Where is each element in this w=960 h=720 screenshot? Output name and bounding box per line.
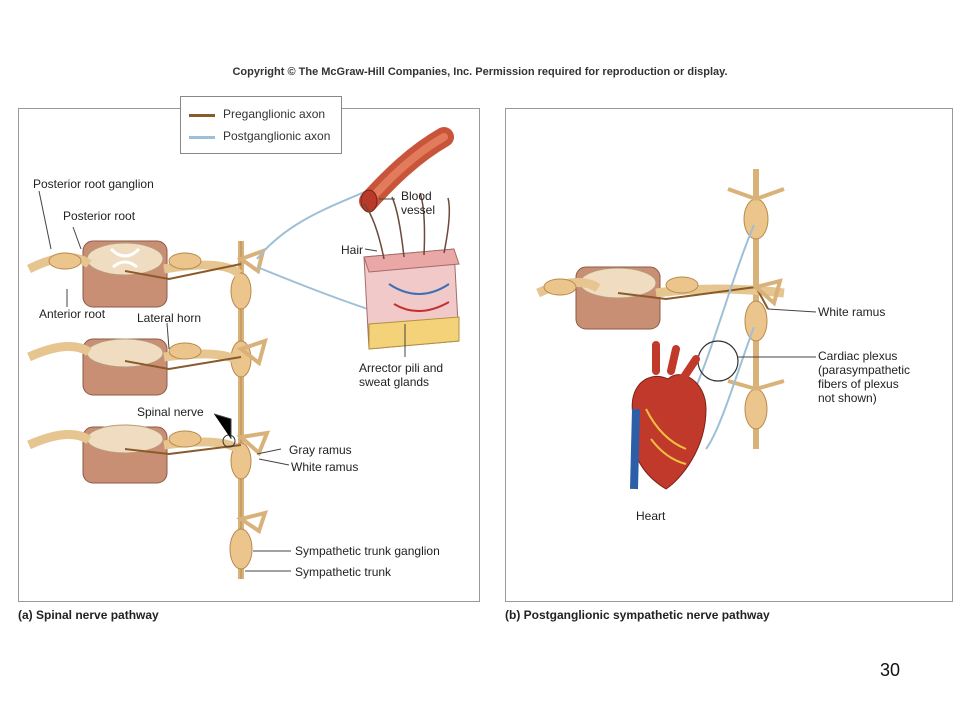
panel-postganglionic-pathway: White ramus Cardiac plexus (parasympathe… <box>505 108 953 602</box>
heart-pathway-illustration <box>536 169 817 490</box>
label-spinal-nerve: Spinal nerve <box>137 405 204 419</box>
legend-swatch-preganglionic <box>189 114 215 117</box>
label-cardiac-plexus: Cardiac plexus (parasympathetic fibers o… <box>818 349 911 405</box>
page-number: 30 <box>880 660 901 680</box>
label-sympathetic-trunk-ganglion: Sympathetic trunk ganglion <box>295 544 440 558</box>
label-gray-ramus: Gray ramus <box>289 443 352 457</box>
spinal-nerve-illustration <box>26 127 460 579</box>
label-white-ramus-b: White ramus <box>818 305 886 319</box>
label-arrector-pili: Arrector pili and sweat glands <box>359 361 444 389</box>
label-hair: Hair <box>341 243 364 257</box>
legend-swatch-postganglionic <box>189 136 215 139</box>
legend-label-preganglionic: Preganglionic axon <box>223 107 326 121</box>
caption-panel-a: (a) Spinal nerve pathway <box>18 608 159 622</box>
label-posterior-root: Posterior root <box>63 209 136 223</box>
copyright-notice: Copyright © The McGraw-Hill Companies, I… <box>232 66 728 78</box>
legend-label-postganglionic: Postganglionic axon <box>223 129 331 143</box>
label-anterior-root: Anterior root <box>39 307 106 321</box>
label-white-ramus-a: White ramus <box>291 460 359 474</box>
panel-spinal-nerve-pathway: Posterior root ganglion Posterior root A… <box>18 108 480 602</box>
label-heart: Heart <box>636 509 666 523</box>
legend: Preganglionic axon Postganglionic axon <box>180 96 342 154</box>
label-blood-vessel: Blood vessel <box>401 189 436 217</box>
label-posterior-root-ganglion: Posterior root ganglion <box>33 177 154 191</box>
label-sympathetic-trunk: Sympathetic trunk <box>295 565 392 579</box>
caption-panel-b: (b) Postganglionic sympathetic nerve pat… <box>505 608 770 622</box>
label-lateral-horn: Lateral horn <box>137 311 202 325</box>
